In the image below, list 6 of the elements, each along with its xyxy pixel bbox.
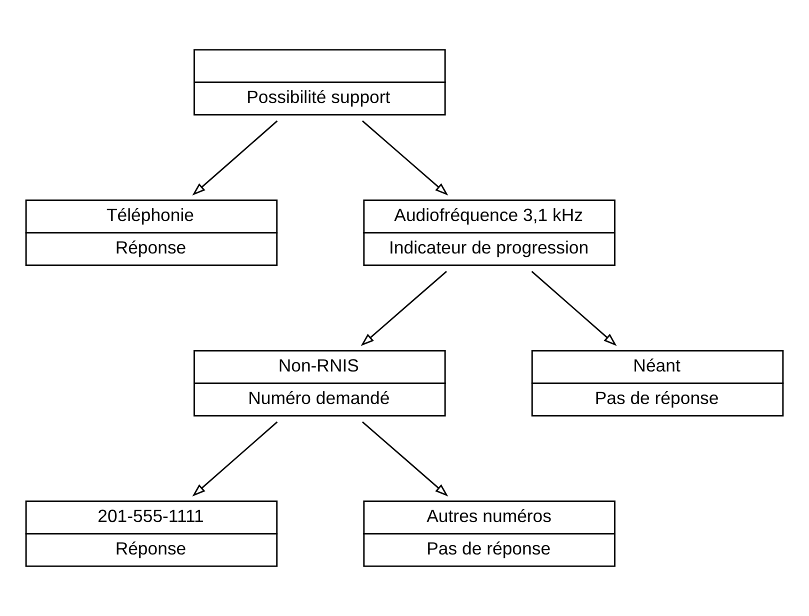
arrow (531, 270, 617, 346)
arrow (360, 270, 447, 346)
arrow (192, 421, 278, 497)
arrow (192, 120, 278, 196)
arrow (362, 120, 448, 196)
arrow (362, 421, 448, 496)
